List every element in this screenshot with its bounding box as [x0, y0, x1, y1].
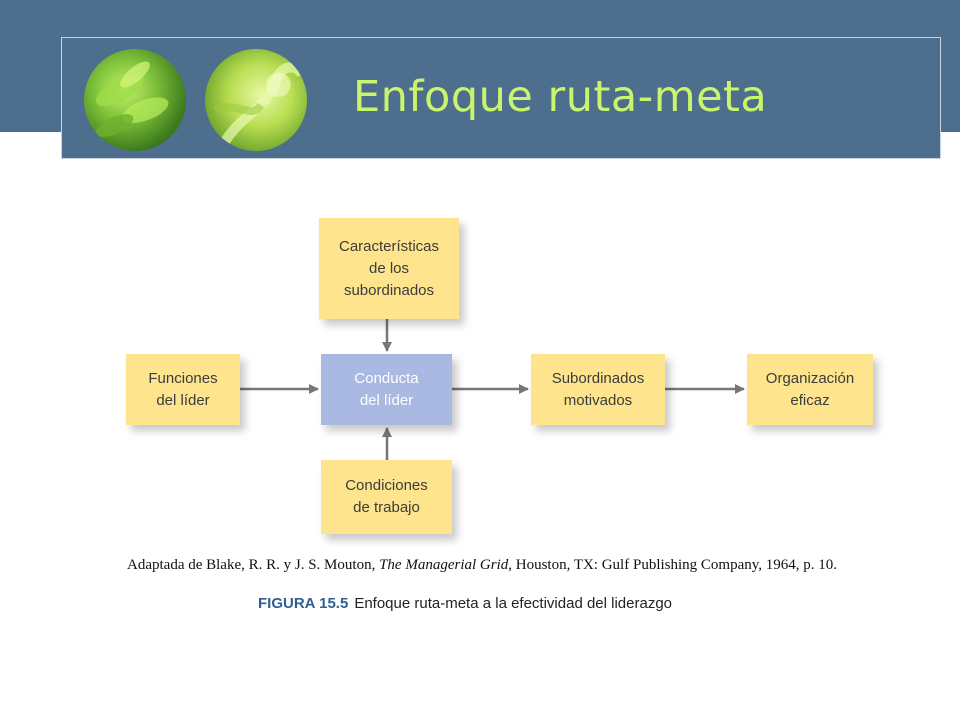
figure-label: FIGURA 15.5: [258, 595, 349, 612]
node-condiciones-trabajo: Condiciones de trabajo: [321, 460, 452, 534]
leaf-photo-icon: [84, 49, 186, 151]
figure-caption: FIGURA 15.5 Enfoque ruta-meta a la efecti…: [258, 595, 672, 612]
source-text-before: Adaptada de Blake, R. R. y J. S. Mouton,: [127, 557, 380, 573]
node-caracteristicas-subordinados: Características de los subordinados: [319, 218, 459, 319]
node-organizacion-eficaz: Organización eficaz: [747, 354, 873, 425]
source-citation: Adaptada de Blake, R. R. y J. S. Mouton,…: [127, 557, 887, 574]
page-title: Enfoque ruta-meta: [353, 72, 768, 122]
node-funciones-lider: Funciones del líder: [126, 354, 240, 425]
source-book-title: The Managerial Grid: [379, 557, 509, 573]
source-text-after: , Houston, TX: Gulf Publishing Company, …: [508, 557, 838, 573]
node-subordinados-motivados: Subordinados motivados: [531, 354, 665, 425]
figure-caption-text: Enfoque ruta-meta a la efectividad del l…: [354, 595, 673, 612]
node-conducta-lider: Conducta del líder: [321, 354, 452, 425]
fern-photo-icon: [205, 49, 307, 151]
